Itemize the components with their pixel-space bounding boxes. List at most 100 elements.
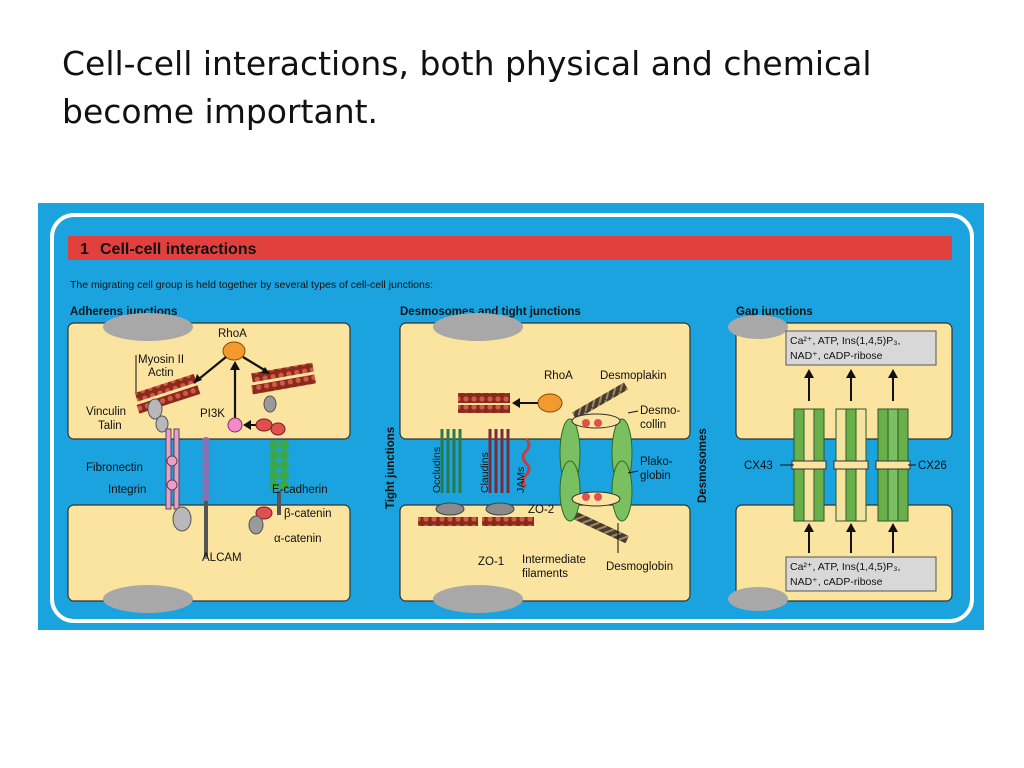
label-jams: JAMs bbox=[515, 467, 527, 493]
heading-desmosomes-tight: Desmosomes and tight junctions bbox=[400, 306, 581, 318]
alpha-catenin-bottom bbox=[248, 515, 264, 535]
label-claudins: Claudins bbox=[479, 452, 491, 493]
actin-bundle bbox=[482, 517, 534, 526]
nucleus-top-desmosomes bbox=[433, 313, 523, 341]
label-if-1: Intermediate bbox=[522, 554, 586, 566]
nucleus-top-gap bbox=[728, 315, 788, 339]
label-rhoa-desmo: RhoA bbox=[544, 370, 573, 382]
integrin-anchor bbox=[172, 506, 192, 532]
label-rhoa: RhoA bbox=[218, 328, 247, 340]
nucleus-top-adherens bbox=[103, 313, 193, 341]
label-tight-junctions: Tight junctions bbox=[385, 427, 397, 509]
figure-banner bbox=[68, 236, 952, 260]
nucleus-bottom-desmosomes bbox=[433, 585, 523, 613]
box-bottom-line-2: NAD⁺, cADP-ribose bbox=[790, 576, 883, 588]
integrin-chain bbox=[173, 428, 180, 510]
alcam-chain bbox=[202, 437, 210, 557]
rhoa-protein bbox=[537, 393, 563, 413]
label-fibronectin: Fibronectin bbox=[86, 462, 143, 474]
gap-arrowheads-bottom bbox=[804, 523, 898, 532]
label-alcam: ALCAM bbox=[202, 552, 242, 564]
connexon-cx26 bbox=[875, 408, 911, 522]
figure-svg: 1 Cell-cell interactions The migrating c… bbox=[50, 213, 974, 623]
desmosomes-tight-panel: Tight junctions Desmosomes RhoA Occludin… bbox=[385, 313, 709, 613]
label-alpha-catenin: α-catenin bbox=[274, 533, 322, 545]
banner-title: Cell-cell interactions bbox=[100, 241, 257, 258]
box-top-line-1: Ca²⁺, ATP, Ins(1,4,5)P₃, bbox=[790, 335, 900, 347]
adherens-panel: RhoA PI3K Myosin II Actin Vinculin Talin… bbox=[67, 313, 351, 613]
cell-interactions-figure: 1 Cell-cell interactions The migrating c… bbox=[38, 203, 984, 630]
occludins bbox=[440, 429, 462, 493]
desmocollin-bead bbox=[582, 419, 590, 427]
actin-bundle bbox=[418, 517, 478, 526]
e-cadherin-chain bbox=[269, 440, 289, 515]
vinculin-protein bbox=[147, 398, 163, 420]
label-desmocollin-2: collin bbox=[640, 419, 666, 431]
desmocollin-bead bbox=[594, 419, 602, 427]
label-e-cadherin: E-cadherin bbox=[272, 484, 328, 496]
label-plakoglobin-2: globin bbox=[640, 470, 671, 482]
label-zo2: ZO-2 bbox=[528, 504, 554, 516]
gap-arrowheads-top bbox=[804, 369, 898, 378]
label-cx43: CX43 bbox=[744, 460, 773, 472]
box-bottom-line-1: Ca²⁺, ATP, Ins(1,4,5)P₃, bbox=[790, 561, 900, 573]
slide-title-line-2: become important. bbox=[62, 92, 379, 131]
label-if-2: filaments bbox=[522, 568, 568, 580]
leader-lines bbox=[617, 410, 639, 553]
actin-bundle bbox=[251, 362, 314, 383]
beta-catenin-top bbox=[255, 418, 273, 432]
beta-catenin-top bbox=[270, 422, 286, 436]
label-plakoglobin-1: Plako- bbox=[640, 456, 673, 468]
nucleus-bottom-gap bbox=[728, 587, 788, 611]
molecule-box-bottom bbox=[785, 556, 937, 592]
connexon-mixed bbox=[833, 408, 869, 522]
label-desmosomes: Desmosomes bbox=[697, 428, 709, 503]
label-desmoplakin: Desmoplakin bbox=[600, 370, 666, 382]
talin-protein bbox=[155, 415, 169, 433]
connexon-cx43 bbox=[791, 408, 827, 522]
pi3k-protein bbox=[227, 417, 243, 433]
fibronectin-bead bbox=[166, 455, 178, 467]
actin-bundle bbox=[251, 374, 316, 395]
arrowhead bbox=[230, 361, 240, 370]
rhoa-protein bbox=[222, 341, 246, 361]
integrin-chain bbox=[165, 428, 172, 510]
label-actin: Actin bbox=[148, 367, 174, 379]
actin-bundle bbox=[134, 373, 197, 402]
intermediate-filament bbox=[571, 510, 629, 544]
label-myosin: Myosin II bbox=[138, 354, 184, 366]
cell-bottom-adherens bbox=[67, 504, 351, 602]
desmoglobin-bead bbox=[594, 493, 602, 501]
label-talin: Talin bbox=[98, 420, 122, 432]
zo1-protein bbox=[435, 502, 465, 516]
heading-gap: Gap junctions bbox=[736, 306, 813, 318]
integrin-bead bbox=[166, 479, 178, 491]
label-desmoglobin: Desmoglobin bbox=[606, 561, 673, 573]
gap-panel: Ca²⁺, ATP, Ins(1,4,5)P₃, NAD⁺, cADP-ribo… bbox=[728, 315, 953, 611]
plakoglobin-right bbox=[611, 460, 633, 522]
molecule-box-top bbox=[785, 330, 937, 366]
box-top-line-2: NAD⁺, cADP-ribose bbox=[790, 350, 883, 362]
alpha-catenin-top bbox=[263, 395, 277, 413]
desmoglobin-bead bbox=[582, 493, 590, 501]
figure-frame bbox=[50, 213, 974, 623]
slide-title: Cell-cell interactions, both physical an… bbox=[62, 40, 922, 136]
arrowhead bbox=[194, 374, 202, 383]
banner-number: 1 bbox=[80, 241, 89, 258]
slide-title-line-1: Cell-cell interactions, both physical an… bbox=[62, 44, 872, 83]
actin-bundle bbox=[458, 405, 510, 413]
arrowhead bbox=[512, 398, 520, 408]
arrowhead bbox=[243, 420, 251, 430]
plakoglobin-left bbox=[559, 460, 581, 522]
label-desmocollin-1: Desmo- bbox=[640, 405, 680, 417]
figure-subtitle: The migrating cell group is held togethe… bbox=[70, 279, 433, 291]
label-vinculin: Vinculin bbox=[86, 406, 126, 418]
label-zo1: ZO-1 bbox=[478, 556, 504, 568]
intermediate-filament bbox=[572, 382, 628, 420]
beta-catenin-bottom bbox=[255, 506, 273, 520]
jams bbox=[521, 437, 531, 489]
claudins bbox=[488, 429, 510, 493]
label-beta-catenin: β-catenin bbox=[284, 508, 332, 520]
label-cx26: CX26 bbox=[918, 460, 947, 472]
actin-bundle bbox=[458, 393, 510, 403]
